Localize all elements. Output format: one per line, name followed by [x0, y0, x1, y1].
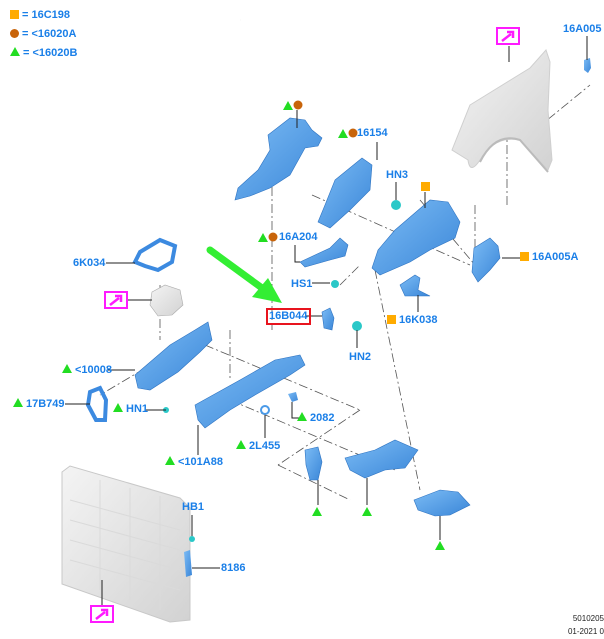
fastener-HB1[interactable] — [189, 536, 195, 542]
part-lower-bracket-1[interactable] — [304, 446, 323, 481]
part-17B749[interactable] — [85, 385, 109, 422]
callout-16154[interactable]: 16154 — [357, 127, 388, 139]
square-symbol-icon — [387, 315, 396, 324]
callout-2L455[interactable]: 2L455 — [236, 440, 280, 453]
part-16154[interactable] — [317, 157, 373, 229]
callout-16A005[interactable]: 16A005 — [563, 23, 602, 35]
part-10008[interactable] — [134, 321, 213, 391]
part-2082[interactable] — [288, 392, 298, 402]
part-6K034[interactable] — [132, 237, 178, 273]
circle-symbol-icon — [10, 29, 19, 38]
circle-marker — [348, 128, 358, 138]
circle-marker — [293, 100, 303, 110]
footer-doc-number: 5010205 — [572, 614, 604, 623]
square-symbol-icon — [520, 252, 529, 261]
part-16K038[interactable] — [399, 274, 431, 297]
arrow-link-icon — [501, 30, 515, 42]
callout-17B749[interactable]: 17B749 — [13, 398, 65, 411]
callout-16K038[interactable]: 16K038 — [387, 314, 438, 327]
fastener-HN3[interactable] — [391, 200, 401, 210]
triangle-marker — [258, 233, 268, 242]
part-16B044[interactable] — [321, 307, 335, 331]
triangle-marker — [312, 507, 322, 516]
link-box-radiator-support[interactable] — [90, 605, 114, 623]
callout-HN2[interactable]: HN2 — [349, 351, 372, 363]
part-101A88[interactable] — [194, 354, 306, 429]
part-lower-bracket-2[interactable] — [344, 439, 419, 479]
callout-HN1[interactable]: HN1 — [113, 403, 148, 416]
callout-2082[interactable]: 2082 — [297, 412, 334, 425]
callout-HN3[interactable]: HN3 — [386, 169, 409, 181]
part-lower-bracket-3[interactable] — [413, 489, 471, 517]
part-2L455[interactable] — [260, 405, 270, 415]
link-box-mount[interactable] — [104, 291, 128, 309]
callout-10008[interactable]: <10008 — [62, 364, 112, 377]
fender-part[interactable] — [451, 49, 553, 173]
callout-HS1[interactable]: HS1 — [291, 278, 313, 290]
part-16A005[interactable] — [584, 58, 591, 73]
part-right-rail[interactable] — [371, 199, 461, 276]
triangle-marker — [362, 507, 372, 516]
arrow-link-icon — [109, 294, 123, 306]
triangle-marker — [435, 541, 445, 550]
triangle-symbol-icon — [10, 47, 20, 56]
part-engine-mount[interactable] — [149, 284, 184, 317]
triangle-symbol-icon — [113, 403, 123, 412]
footer-date: 01-2021 0 — [567, 627, 604, 636]
legend-item-16C198: = 16C198 — [10, 9, 70, 22]
callout-101A88[interactable]: <101A88 — [165, 456, 223, 469]
symbol-markers — [258, 100, 445, 550]
fastener-HS1[interactable] — [331, 280, 339, 288]
part-upper-apron[interactable] — [234, 117, 323, 201]
triangle-symbol-icon — [297, 412, 307, 421]
square-symbol-icon — [10, 10, 19, 19]
legend-item-16020A: = <16020A — [10, 28, 76, 41]
arrow-link-icon — [95, 608, 109, 620]
triangle-symbol-icon — [165, 456, 175, 465]
triangle-marker — [338, 129, 348, 138]
callout-HB1[interactable]: HB1 — [182, 501, 205, 513]
part-8186[interactable] — [184, 550, 192, 577]
part-16A005A[interactable] — [471, 237, 501, 283]
callout-16B044-highlighted[interactable]: 16B044 — [266, 308, 311, 325]
callout-16A005A[interactable]: 16A005A — [520, 251, 578, 264]
triangle-symbol-icon — [236, 440, 246, 449]
fastener-HN2[interactable] — [352, 321, 362, 331]
legend-item-16020B: = <16020B — [10, 47, 77, 60]
triangle-symbol-icon — [13, 398, 23, 407]
pointer-arrow — [206, 246, 282, 303]
link-box-fender[interactable] — [496, 27, 520, 45]
radiator-support-part[interactable] — [61, 465, 191, 623]
triangle-marker — [283, 101, 293, 110]
callout-6K034[interactable]: 6K034 — [73, 257, 106, 269]
triangle-symbol-icon — [62, 364, 72, 373]
part-16A204[interactable] — [299, 237, 349, 268]
leader-lines — [65, 36, 588, 605]
callout-16A204[interactable]: 16A204 — [279, 231, 318, 243]
circle-marker — [268, 232, 278, 242]
callout-8186[interactable]: 8186 — [221, 562, 246, 574]
square-marker — [421, 182, 430, 191]
